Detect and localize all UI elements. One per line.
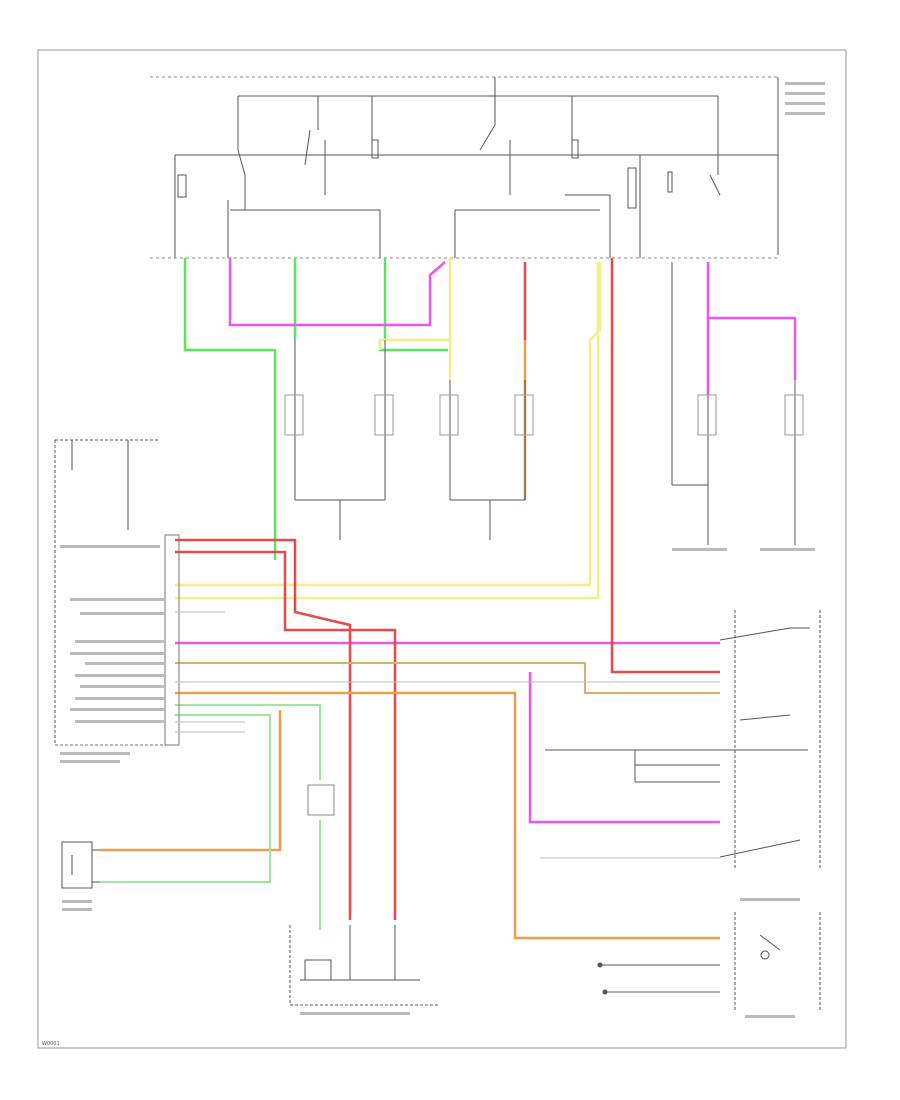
top-power-bus xyxy=(150,76,778,150)
relay-module xyxy=(174,77,779,258)
lamp-column-3 xyxy=(671,262,804,545)
lamp-column-2 xyxy=(439,380,534,540)
lamp-column-1 xyxy=(284,340,394,540)
right-switch-panel xyxy=(540,610,821,870)
label-marks xyxy=(60,82,825,1018)
tan-wires xyxy=(175,662,720,694)
yellow-wires xyxy=(175,258,602,600)
light-green-wires xyxy=(100,704,321,930)
green-wires xyxy=(183,258,448,560)
footer-label: W0001 xyxy=(42,1041,60,1047)
instrument-cluster xyxy=(289,784,440,1006)
orange-wires xyxy=(100,340,720,940)
headlamp-switch xyxy=(597,912,821,1010)
ambient-light-sensor xyxy=(61,841,100,889)
page-border xyxy=(37,49,847,1049)
left-fuse-block xyxy=(54,439,160,745)
red-wires xyxy=(175,258,720,920)
magenta-wires xyxy=(175,258,797,824)
